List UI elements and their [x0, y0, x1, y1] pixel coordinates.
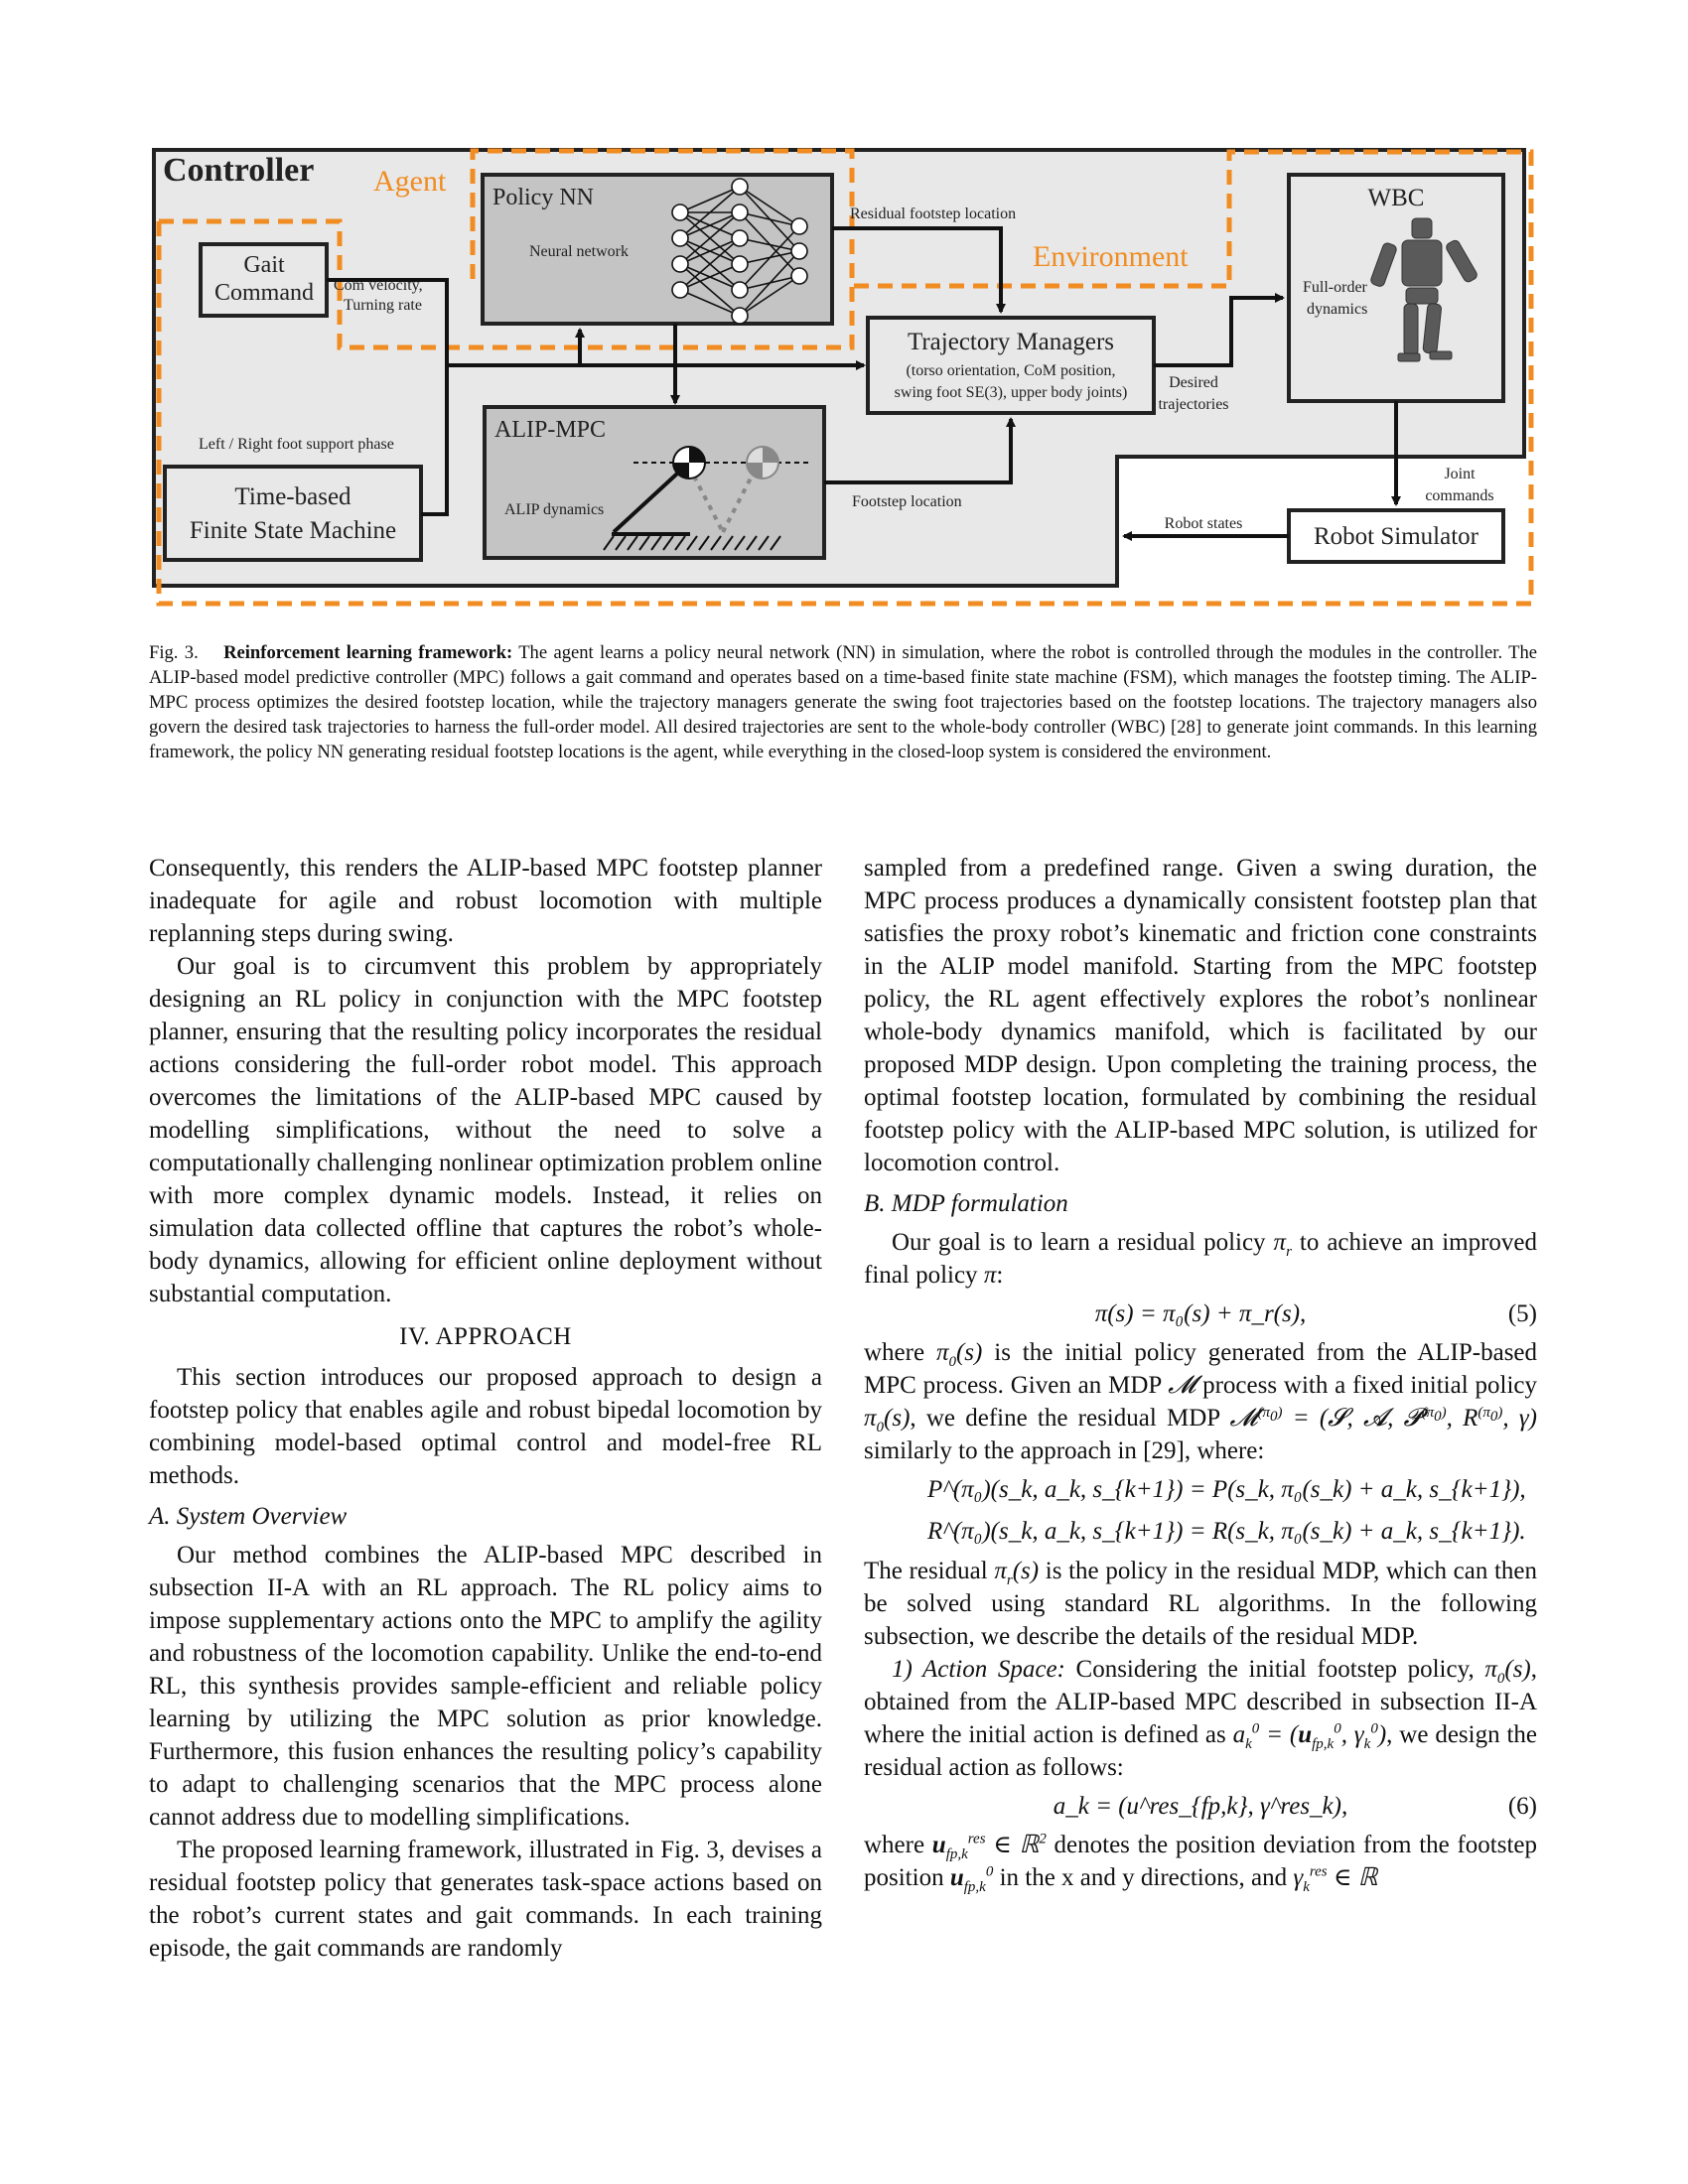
alip-mpc-label: ALIP-MPC — [494, 417, 606, 443]
robot-simulator-label: Robot Simulator — [1314, 523, 1479, 550]
trajectory-managers-title: Trajectory Managers — [908, 329, 1114, 355]
right-column: sampled from a predefined range. Given a… — [864, 852, 1538, 1895]
desired-line2: trajectories — [1158, 396, 1228, 413]
desired-trajectories-arrow — [1154, 293, 1285, 367]
trajectory-managers-line2: swing foot SE(3), upper body joints) — [895, 384, 1128, 401]
framework-diagram-svg: Controller Agent Environment Policy NN N… — [152, 148, 1534, 607]
com-velocity-line2: Turning rate — [344, 297, 422, 314]
fsm-to-bus-line — [421, 365, 449, 516]
gait-command-block — [199, 242, 329, 318]
neural-network-label: Neural network — [529, 243, 629, 260]
left-paragraph-5: The proposed learning framework, illustr… — [149, 1837, 822, 1962]
math-pi-r: πr — [1273, 1229, 1292, 1260]
caption-bold: Reinforcement learning framework: — [223, 642, 513, 663]
right-paragraph-2: Our goal is to learn a residual policy π… — [864, 1229, 1538, 1289]
gait-command-line1: Gait — [243, 252, 285, 278]
left-paragraph-2: Our goal is to circumvent this problem b… — [149, 953, 822, 1307]
math-pi-r-s: πr(s) — [994, 1558, 1040, 1588]
residual-footstep-label: Residual footstep location — [850, 205, 1016, 222]
math-pi: π — [983, 1262, 997, 1289]
full-order-line2: dynamics — [1307, 301, 1367, 318]
gait-to-bus-line — [327, 278, 449, 365]
equation-transition: P^(π₀)(s_k, a_k, s_{k+1}) = P(s_k, π₀(s_… — [927, 1476, 1526, 1503]
math-pi0-s: π0(s) — [935, 1339, 983, 1370]
controller-label: Controller — [163, 152, 314, 189]
equation-5-body: π(s) = π₀(s) + π_r(s), — [1094, 1300, 1307, 1327]
policy-nn-label: Policy NN — [492, 185, 594, 210]
footstep-location-label: Footstep location — [852, 493, 962, 510]
environment-region — [156, 149, 1534, 607]
alip-pendulum-icon — [603, 446, 810, 551]
figure-caption: Fig. 3. Reinforcement learning framework… — [149, 640, 1537, 764]
left-paragraph-3: This section introduces our proposed app… — [149, 1364, 822, 1489]
caption-prefix: Fig. 3. — [149, 642, 199, 663]
robot-simulator-block — [1287, 508, 1505, 564]
equation-6-body: a_k = (u^res_{fp,k}, γ^res_k), — [1053, 1793, 1348, 1820]
gait-command-line2: Command — [214, 280, 314, 306]
framework-diagram: Controller Agent Environment Policy NN N… — [149, 147, 1539, 614]
subsection-heading-mdp: B. MDP formulation — [864, 1190, 1068, 1217]
joint-line1: Joint — [1444, 466, 1476, 482]
math-u0: ufp,k0 — [949, 1863, 994, 1895]
trajectory-managers-block — [866, 316, 1156, 415]
fsm-block — [163, 465, 423, 562]
caption-text: The agent learns a policy neural network… — [149, 642, 1538, 762]
footstep-location-arrow — [824, 417, 1016, 484]
fsm-line2: Finite State Machine — [190, 517, 396, 544]
right-paragraph-4: The residual πr(s) is the policy in the … — [864, 1558, 1538, 1650]
math-residual-mdp: 𝓜(π0) = (𝓢, 𝓐, 𝓟(π0), R(π0), γ) — [1229, 1404, 1538, 1432]
alip-dynamics-label: ALIP dynamics — [504, 501, 604, 518]
equation-reward: R^(π₀)(s_k, a_k, s_{k+1}) = R(s_k, π₀(s_… — [927, 1518, 1526, 1545]
math-mdp-m: 𝓜 — [1168, 1372, 1196, 1399]
joint-line2: commands — [1425, 487, 1493, 504]
full-order-line1: Full-order — [1303, 279, 1368, 296]
left-paragraph-4: Our method combines the ALIP-based MPC d… — [149, 1542, 822, 1831]
math-initial-action: ak0 = (ufp,k0, γk0) — [1232, 1720, 1387, 1752]
environment-label: Environment — [1033, 240, 1189, 273]
trajectory-managers-line1: (torso orientation, CoM position, — [906, 362, 1115, 379]
section-heading-approach: IV. APPROACH — [399, 1323, 572, 1350]
math-pi0-s-2: π0(s) — [864, 1405, 911, 1435]
agent-env-boundary — [159, 218, 343, 286]
runin-action-space: 1) Action Space: — [892, 1656, 1065, 1683]
math-gamma-res: γkres ∈ ℝ — [1293, 1863, 1378, 1895]
equation-5-number: (5) — [1507, 1300, 1537, 1327]
right-paragraph-1: sampled from a predefined range. Given a… — [864, 855, 1537, 1176]
math-pi0-s-3: π0(s) — [1484, 1656, 1531, 1687]
right-paragraph-5: 1) Action Space: Considering the initial… — [864, 1656, 1538, 1781]
support-phase-label: Left / Right foot support phase — [199, 436, 394, 453]
residual-footstep-arrow — [832, 226, 1006, 314]
right-paragraph-3: where π0(s) is the initial policy genera… — [864, 1339, 1538, 1464]
equation-6-number: (6) — [1507, 1793, 1537, 1820]
desired-line1: Desired — [1169, 374, 1218, 391]
agent-label: Agent — [373, 165, 447, 198]
agent-region — [337, 148, 855, 350]
left-paragraph-1: Consequently, this renders the ALIP-base… — [149, 855, 822, 947]
humanoid-robot-icon — [1370, 217, 1477, 362]
robot-states-label: Robot states — [1165, 515, 1243, 532]
math-u-res: ufp,kres ∈ ℝ2 — [931, 1831, 1047, 1862]
subsection-heading-system-overview: A. System Overview — [149, 1503, 348, 1530]
right-paragraph-6: where ufp,kres ∈ ℝ2 denotes the position… — [864, 1831, 1538, 1895]
neural-network-icon — [671, 178, 808, 325]
left-column: Consequently, this renders the ALIP-base… — [149, 852, 822, 1965]
equation-6: a_k = (u^res_{fp,k}, γ^res_k), (6) — [864, 1790, 1537, 1823]
wbc-label: WBC — [1368, 185, 1425, 211]
equation-5: π(s) = π₀(s) + π_r(s), (5) — [864, 1297, 1537, 1330]
fsm-line1: Time-based — [234, 483, 352, 510]
